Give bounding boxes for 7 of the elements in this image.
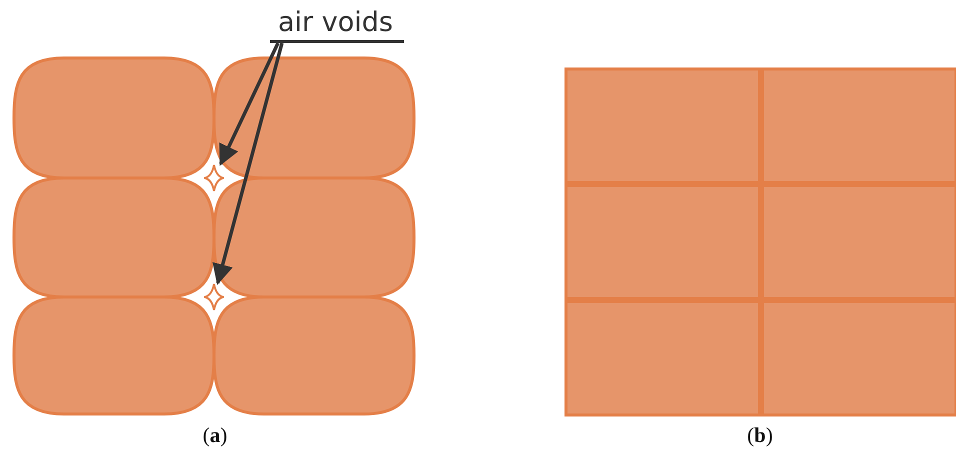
callout-label: air voids: [270, 8, 404, 43]
leader-line: [219, 42, 280, 166]
leader-line: [212, 42, 284, 286]
air-void: [204, 283, 224, 311]
panel-caption: (a): [202, 423, 228, 448]
panel-caption: (b): [747, 423, 773, 448]
air-void: [204, 164, 224, 192]
